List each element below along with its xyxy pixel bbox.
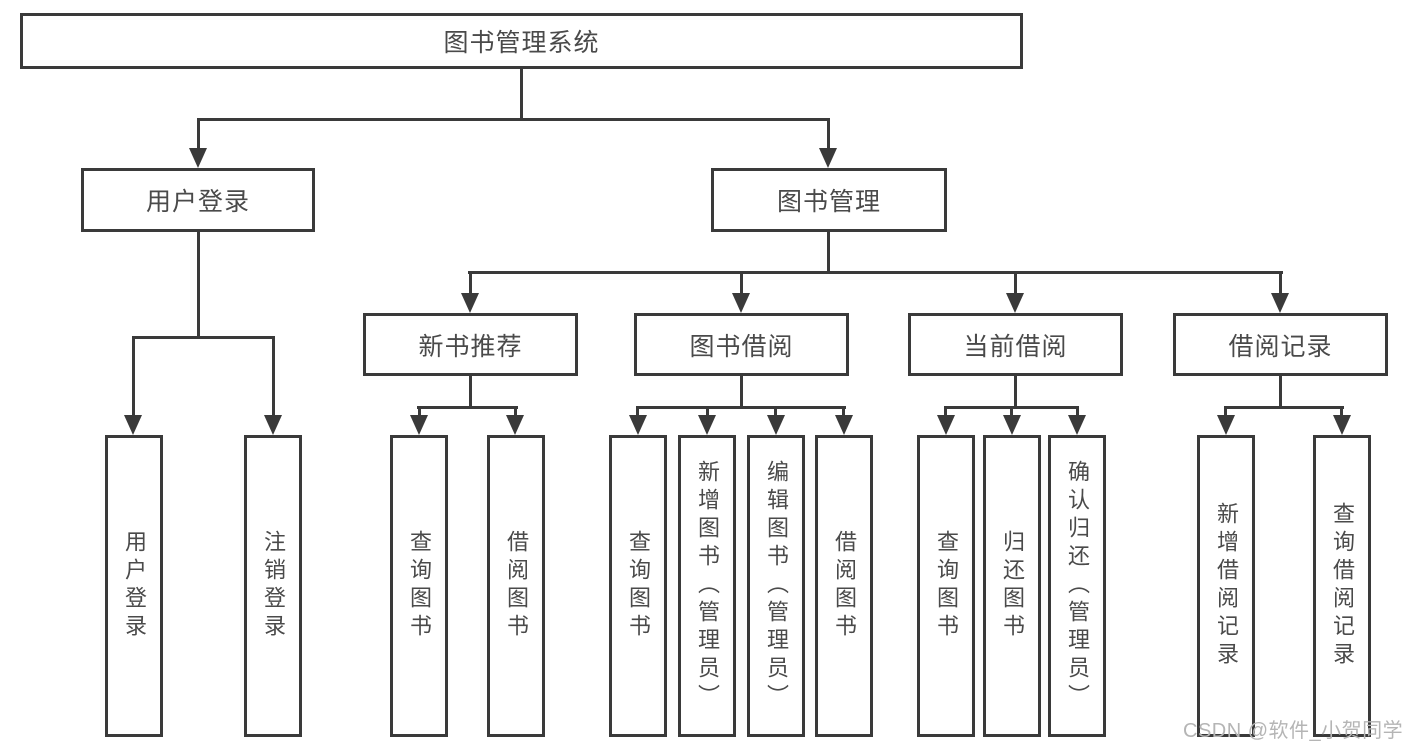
- node-label: 新增借阅记录: [1214, 502, 1239, 670]
- connector-line: [636, 406, 846, 409]
- arrowhead-down-icon: [835, 415, 853, 435]
- connector-line: [197, 121, 200, 151]
- connector-line: [1279, 376, 1282, 409]
- node-library-management-system: 图书管理系统: [20, 13, 1023, 69]
- connector-line: [944, 409, 947, 417]
- connector-line: [944, 406, 1079, 409]
- connector-line: [774, 409, 777, 417]
- node-label: 注销登录: [261, 530, 286, 642]
- node-label: 借阅记录: [1228, 332, 1333, 361]
- connector-line: [197, 232, 200, 339]
- connector-line: [740, 376, 743, 409]
- node-label: 图书管理: [776, 188, 881, 216]
- leaf-add-books-admin: 新增图书（管理员）: [678, 435, 736, 737]
- connector-line: [1010, 409, 1013, 417]
- leaf-confirm-return-admin: 确认归还（管理员）: [1048, 435, 1106, 737]
- csdn-watermark: CSDN @软件_小贺同学: [1183, 720, 1404, 742]
- connector-line: [469, 376, 472, 409]
- connector-line: [827, 232, 830, 274]
- arrowhead-down-icon: [506, 415, 524, 435]
- node-label: 图书管理系统: [443, 29, 600, 57]
- arrowhead-down-icon: [1217, 415, 1235, 435]
- connector-line: [417, 406, 518, 409]
- connector-line: [1340, 409, 1343, 417]
- connector-line: [1014, 274, 1017, 295]
- connector-line: [1224, 409, 1227, 417]
- leaf-edit-books-admin: 编辑图书（管理员）: [747, 435, 805, 737]
- node-user-login: 用户登录: [81, 168, 315, 232]
- arrowhead-down-icon: [189, 148, 207, 168]
- node-label: 编辑图书（管理员）: [764, 460, 789, 712]
- node-new-book-recommendation: 新书推荐: [363, 313, 578, 376]
- arrowhead-down-icon: [1333, 415, 1351, 435]
- arrowhead-down-icon: [698, 415, 716, 435]
- connector-line: [706, 409, 709, 417]
- connector-line: [1279, 274, 1282, 295]
- connector-line: [1224, 406, 1344, 409]
- node-borrowing-records: 借阅记录: [1173, 313, 1388, 376]
- arrowhead-down-icon: [732, 293, 750, 313]
- node-label: 用户登录: [145, 188, 250, 216]
- arrowhead-down-icon: [819, 148, 837, 168]
- node-label: 图书借阅: [689, 332, 794, 361]
- node-label: 查询图书: [407, 530, 432, 642]
- arrowhead-down-icon: [461, 293, 479, 313]
- node-book-borrowing: 图书借阅: [634, 313, 849, 376]
- node-current-borrowing: 当前借阅: [908, 313, 1123, 376]
- leaf-query-books-current: 查询图书: [917, 435, 975, 737]
- connector-line: [469, 274, 472, 295]
- node-label: 查询图书: [626, 530, 651, 642]
- connector-line: [520, 69, 523, 120]
- leaf-user-login: 用户登录: [105, 435, 163, 737]
- connector-line: [418, 409, 421, 417]
- arrowhead-down-icon: [124, 415, 142, 435]
- arrowhead-down-icon: [1003, 415, 1021, 435]
- node-label: 当前借阅: [963, 332, 1068, 361]
- connector-line: [842, 409, 845, 417]
- arrowhead-down-icon: [937, 415, 955, 435]
- connector-line: [1076, 409, 1079, 417]
- node-label: 查询借阅记录: [1330, 502, 1355, 670]
- connector-line: [272, 339, 275, 416]
- leaf-add-borrow-record: 新增借阅记录: [1197, 435, 1255, 737]
- connector-line: [468, 271, 1283, 274]
- leaf-logout: 注销登录: [244, 435, 302, 737]
- node-label: 归还图书: [1000, 530, 1025, 642]
- arrowhead-down-icon: [1068, 415, 1086, 435]
- connector-line: [740, 274, 743, 295]
- connector-line: [132, 336, 275, 339]
- node-book-management: 图书管理: [711, 168, 947, 232]
- leaf-return-books: 归还图书: [983, 435, 1041, 737]
- connector-line: [1014, 376, 1017, 409]
- arrowhead-down-icon: [1006, 293, 1024, 313]
- arrowhead-down-icon: [410, 415, 428, 435]
- leaf-borrow-books-recommend: 借阅图书: [487, 435, 545, 737]
- arrowhead-down-icon: [264, 415, 282, 435]
- connector-line: [514, 409, 517, 417]
- node-label: 新增图书（管理员）: [695, 460, 720, 712]
- node-label: 用户登录: [122, 530, 147, 642]
- connector-line: [197, 118, 830, 121]
- node-label: 新书推荐: [418, 332, 523, 361]
- connector-line: [132, 339, 135, 416]
- arrowhead-down-icon: [1271, 293, 1289, 313]
- leaf-query-books-recommend: 查询图书: [390, 435, 448, 737]
- arrowhead-down-icon: [629, 415, 647, 435]
- node-label: 查询图书: [934, 530, 959, 642]
- arrowhead-down-icon: [767, 415, 785, 435]
- leaf-borrow-books: 借阅图书: [815, 435, 873, 737]
- node-label: 确认归还（管理员）: [1065, 460, 1090, 712]
- node-label: 借阅图书: [832, 530, 857, 642]
- connector-line: [827, 121, 830, 151]
- node-label: 借阅图书: [504, 530, 529, 642]
- connector-line: [636, 409, 639, 417]
- leaf-query-borrow-record: 查询借阅记录: [1313, 435, 1371, 737]
- leaf-query-books-borrowing: 查询图书: [609, 435, 667, 737]
